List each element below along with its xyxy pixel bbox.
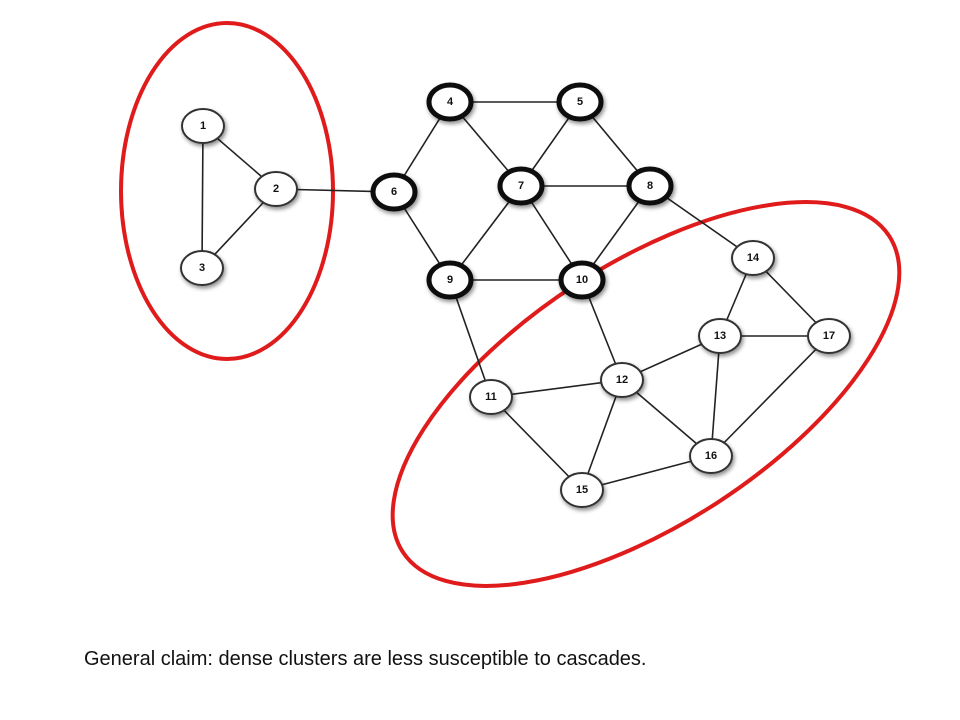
node-13-circle [698,318,742,354]
edge-17-16 [710,335,830,457]
edge-9-11 [449,279,492,398]
node-6-label: 6 [391,186,397,198]
node-15-label: 15 [576,484,588,496]
node-11: 11 [469,379,513,415]
node-4-circle [426,82,474,122]
caption-text: General claim: dense clusters are less s… [84,648,647,670]
edge-13-16 [710,335,721,457]
node-17: 17 [807,318,851,354]
node-14-circle [731,240,775,276]
node-1-label: 1 [200,120,206,132]
node-5-label: 5 [577,96,583,108]
node-10-circle [558,260,606,300]
node-7-circle [497,166,545,206]
node-2-label: 2 [273,183,279,195]
node-14: 14 [731,240,775,276]
left-cluster-ellipse [119,21,335,361]
node-14-label: 14 [747,252,760,264]
node-12-label: 12 [616,374,628,386]
node-6: 6 [370,172,418,212]
node-5-circle [556,82,604,122]
edge-12-15 [581,379,623,491]
node-5: 5 [556,82,604,122]
node-7-label: 7 [518,180,524,192]
node-7: 7 [497,166,545,206]
node-3: 3 [180,250,224,286]
node-1: 1 [181,108,225,144]
edge-15-16 [581,455,712,491]
node-10-label: 10 [576,274,588,286]
node-8-label: 8 [647,180,653,192]
node-16: 16 [689,438,733,474]
edges [201,101,830,491]
node-10: 10 [558,260,606,300]
node-16-circle [689,438,733,474]
node-11-label: 11 [485,391,497,403]
node-13: 13 [698,318,742,354]
node-12-circle [600,362,644,398]
node-8-circle [626,166,674,206]
node-15: 15 [560,472,604,508]
node-11-circle [469,379,513,415]
node-17-label: 17 [823,330,835,342]
edge-11-15 [490,396,583,491]
node-9: 9 [426,260,474,300]
node-12: 12 [600,362,644,398]
node-9-circle [426,260,474,300]
node-15-circle [560,472,604,508]
node-9-label: 9 [447,274,453,286]
node-2-circle [254,171,298,207]
node-3-circle [180,250,224,286]
node-1-circle [181,108,225,144]
node-16-label: 16 [705,450,717,462]
edge-1-3 [201,125,204,269]
node-2: 2 [254,171,298,207]
edge-11-12 [490,379,623,398]
node-4-label: 4 [447,96,454,108]
node-4: 4 [426,82,474,122]
node-8: 8 [626,166,674,206]
node-3-label: 3 [199,262,205,274]
node-6-circle [370,172,418,212]
node-17-circle [807,318,851,354]
node-13-label: 13 [714,330,726,342]
right-cluster-ellipse [390,200,902,588]
